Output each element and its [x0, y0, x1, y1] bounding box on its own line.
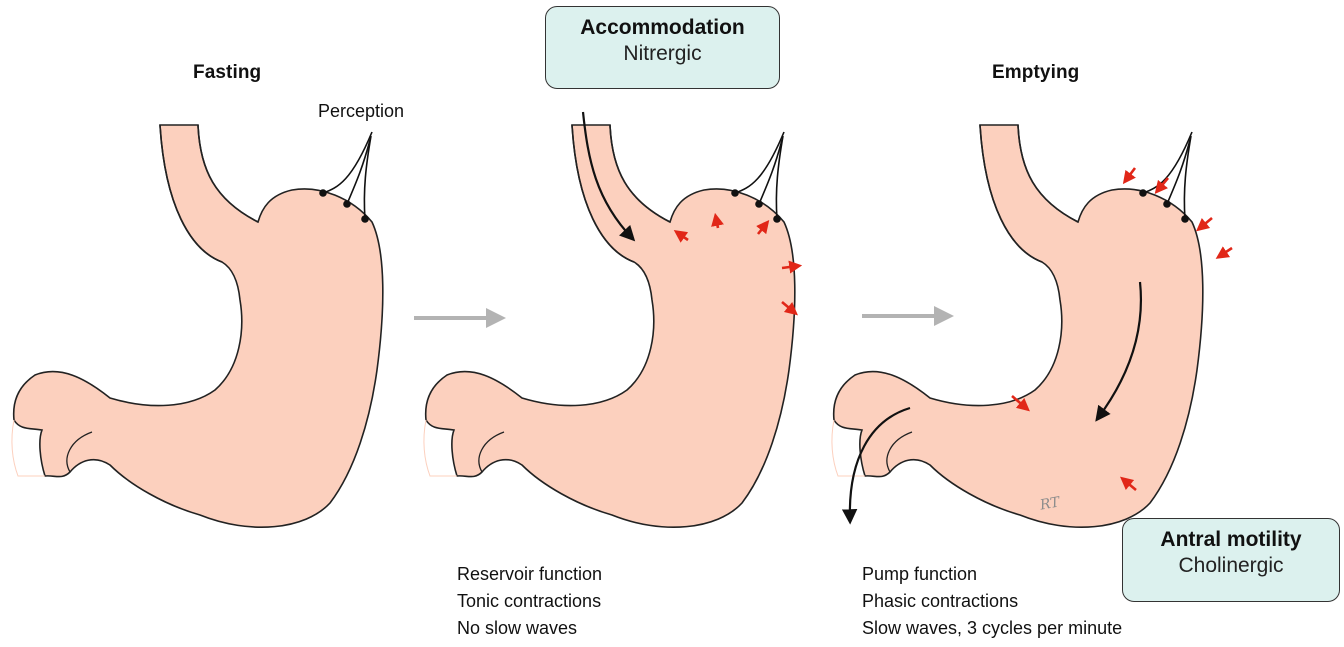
reservoir-line: Tonic contractions — [457, 588, 602, 615]
accommodation-box: Accommodation Nitrergic — [545, 6, 780, 89]
pump-line: Phasic contractions — [862, 588, 1122, 615]
reservoir-description: Reservoir function Tonic contractions No… — [457, 561, 602, 642]
accommodation-subtitle: Nitrergic — [546, 42, 779, 66]
reservoir-line: Reservoir function — [457, 561, 602, 588]
accommodation-title: Accommodation — [546, 16, 779, 40]
emptying-stomach-illustration — [832, 125, 1203, 527]
antral-motility-subtitle: Cholinergic — [1123, 554, 1339, 578]
contraction-arrow-icon — [1220, 248, 1232, 256]
fasting-title: Fasting — [193, 62, 261, 84]
pump-line: Pump function — [862, 561, 1122, 588]
pump-line: Slow waves, 3 cycles per minute — [862, 615, 1122, 642]
antral-motility-box: Antral motility Cholinergic — [1122, 518, 1340, 602]
contraction-arrow-icon — [1200, 218, 1212, 228]
antral-motility-title: Antral motility — [1123, 528, 1339, 552]
emptying-title: Emptying — [992, 62, 1079, 84]
fasting-stomach-illustration — [12, 125, 383, 527]
pump-description: Pump function Phasic contractions Slow w… — [862, 561, 1122, 642]
reservoir-line: No slow waves — [457, 615, 602, 642]
perception-label: Perception — [318, 101, 404, 122]
contraction-arrow-icon — [1126, 168, 1135, 180]
artist-signature: RT — [1039, 494, 1061, 513]
